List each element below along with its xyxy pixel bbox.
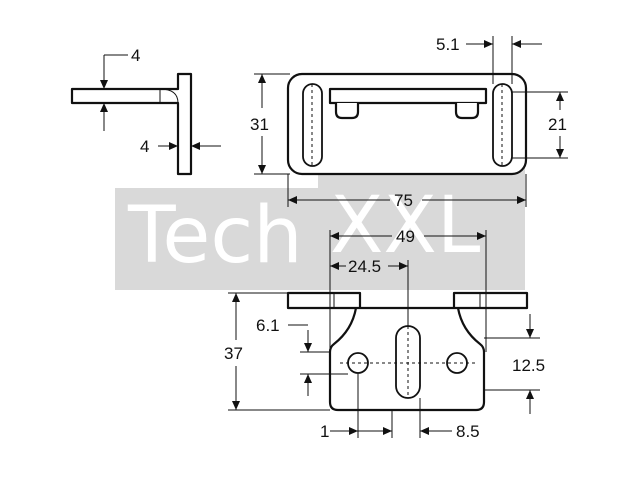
top-view: 5.1 31 21 75 [250, 35, 568, 210]
arrow-head [517, 196, 526, 204]
arrow-head [232, 293, 240, 302]
arrow-head [399, 262, 408, 270]
top-view-tab-left [334, 103, 360, 120]
arrow-head [526, 390, 534, 399]
dim-label-side-flange: 4 [131, 46, 140, 65]
arrow-head [420, 427, 429, 435]
arrow-head [304, 374, 312, 383]
side-view-profile [70, 72, 193, 176]
dim-label-half-pitch: 24.5 [348, 257, 381, 276]
arrow-head [232, 401, 240, 410]
watermark: Tech XXL [115, 165, 525, 290]
arrow-head [556, 92, 564, 101]
arrow-head [169, 142, 178, 150]
dim-label-slot-height: 21 [548, 115, 567, 134]
arrow-head [258, 74, 266, 83]
arrow-head [258, 165, 266, 174]
arrow-head [304, 343, 312, 352]
dim-label-slot-width: 8.5 [456, 422, 480, 441]
watermark-text-tech: Tech [127, 191, 303, 281]
dim-label-hole-offset: 6.1 [256, 316, 280, 335]
dim-label-hole-pitch: 49 [396, 227, 415, 246]
arrow-head [191, 142, 200, 150]
dim-label-hole-dia: 1 [320, 422, 329, 441]
top-view-flange [328, 87, 488, 105]
top-view-tab-right [454, 103, 480, 120]
arrow-head [526, 329, 534, 338]
arrow-head [330, 232, 339, 240]
dim-label-slot-length: 12.5 [512, 356, 545, 375]
watermark-xxl-box [318, 165, 525, 265]
arrow-head [100, 80, 108, 89]
front-view: 49 24.5 6.1 37 12.5 [224, 227, 545, 441]
dim-label-height-top: 31 [250, 115, 269, 134]
arrow-head [288, 196, 297, 204]
side-view: 4 4 [70, 46, 221, 176]
arrow-head [383, 427, 392, 435]
arrow-head [100, 103, 108, 112]
dim-label-side-wall: 4 [140, 137, 149, 156]
arrow-head [512, 40, 521, 48]
dim-label-front-height: 37 [224, 344, 243, 363]
arrow-head [349, 427, 358, 435]
dim-label-slot-offset: 5.1 [436, 35, 460, 54]
dim-label-overall-width: 75 [394, 191, 413, 210]
watermark-text-xxl: XXL [330, 181, 481, 271]
arrow-head [330, 262, 339, 270]
side-view-bend [159, 88, 179, 104]
arrow-head [556, 149, 564, 158]
arrow-head [477, 232, 486, 240]
arrow-head [484, 40, 493, 48]
